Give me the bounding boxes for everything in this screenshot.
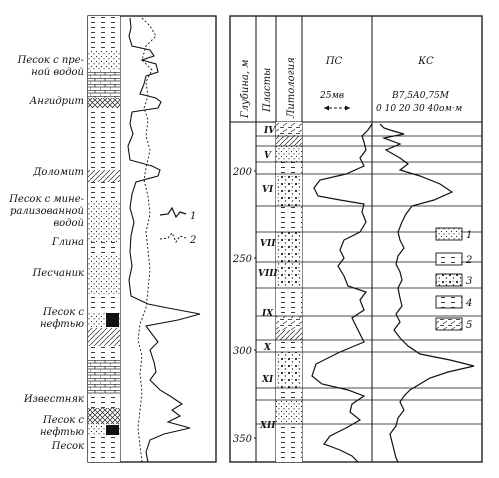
layer-label: VIII	[258, 269, 278, 279]
layer-label: XII	[259, 421, 276, 431]
label-mineral-sand-3: водой	[53, 218, 84, 229]
label-fresh-sand-2: ной водой	[31, 67, 84, 78]
depth-tick-label: 300	[233, 346, 253, 357]
depth-tick-label: 250	[232, 254, 253, 265]
left-curve-1	[127, 17, 201, 463]
label-oil-sand-1b: нефтью	[40, 319, 84, 330]
label-mineral-sand-1: Песок с мине-	[8, 194, 84, 205]
right-panel-frame	[229, 15, 483, 463]
label-oil-sand-1a: Песок с	[42, 307, 84, 318]
header-res: КС	[417, 56, 434, 67]
label-sandstone: Песчаник	[32, 268, 84, 279]
sp-curve	[311, 123, 373, 463]
curve-legend-label-1: 1	[190, 211, 196, 222]
curve-legend-line-1	[159, 206, 187, 219]
curve-legend-label-2: 2	[189, 235, 196, 246]
layer-label: V	[264, 151, 272, 161]
layer-labels: IV V VI VII VIII IX X XI XII	[258, 126, 278, 431]
label-fresh-sand-1: Песок с пре-	[17, 55, 85, 66]
header-sp-scale: 25мв	[319, 91, 344, 101]
legend-swatch-4	[435, 295, 463, 309]
layer-label: IX	[261, 309, 274, 319]
header-depth: Глубина, м	[240, 59, 251, 119]
legend-swatch-2	[435, 252, 463, 266]
legend-label-2: 2	[465, 255, 472, 266]
label-mineral-sand-2: рализованной	[10, 206, 84, 217]
left-rock-labels: Песок с пре- ной водой Ангидрит Доломит …	[8, 55, 84, 452]
layer-label: IV	[263, 126, 276, 136]
curve-legend-line-2	[159, 232, 187, 244]
right-lithology-column	[276, 122, 302, 462]
legend-swatch-3	[435, 273, 463, 287]
label-dolomite: Доломит	[32, 167, 84, 178]
left-panel: 1 2 Песок с пре- ной водой Ангидрит Доло…	[8, 15, 217, 463]
legend-label-3: 3	[466, 276, 472, 287]
res-curve	[379, 123, 475, 463]
lithology-legend: 1 2 3 4 5	[435, 227, 472, 331]
header-lithology: Литология	[286, 57, 297, 119]
header-sp: ПС	[325, 56, 343, 67]
legend-swatch-1	[435, 227, 463, 241]
label-oil-sand-2b: нефтью	[40, 427, 84, 438]
header-res-probe: В7,5А0,75М	[391, 91, 450, 101]
left-curve-2	[137, 17, 157, 463]
legend-label-5: 5	[466, 320, 472, 331]
legend-label-1: 1	[466, 230, 472, 241]
sp-scale-arrow	[324, 105, 350, 111]
label-clay: Глина	[51, 237, 84, 248]
header-layers: Пласты	[262, 68, 273, 113]
left-lithology-column	[88, 16, 120, 462]
depth-tick-label: 200	[232, 167, 253, 178]
layer-label: VI	[262, 185, 274, 195]
depth-tick-label: 350	[233, 434, 253, 445]
label-sand: Песок	[51, 441, 84, 452]
layer-label: XI	[261, 375, 274, 385]
legend-label-4: 4	[465, 298, 472, 309]
depth-axis: 200 250 300 350	[232, 167, 256, 445]
label-oil-sand-2a: Песок с	[42, 415, 84, 426]
layer-label: VII	[260, 239, 276, 249]
label-limestone: Известняк	[23, 394, 84, 405]
header-res-scale: 0 10 20 30 40ом·м	[376, 104, 462, 114]
right-panel: Глубина, м Пласты Литология ПС 25мв КС В…	[229, 15, 483, 463]
label-anhydrite: Ангидрит	[29, 96, 84, 107]
layer-label: X	[263, 343, 272, 353]
legend-swatch-5	[435, 317, 463, 331]
